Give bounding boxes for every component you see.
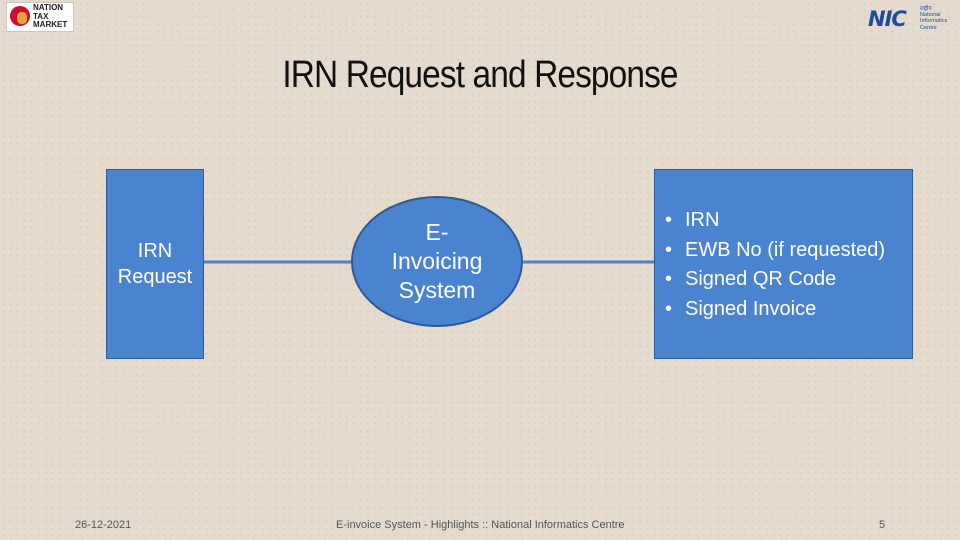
irn-request-box: IRN Request	[106, 169, 204, 359]
nic-logo-sub-1: राष्ट्रीय	[920, 6, 932, 12]
response-list: IRN EWB No (if requested) Signed QR Code…	[665, 206, 885, 324]
footer-date: 26-12-2021	[75, 519, 132, 531]
system-line-3: System	[398, 277, 476, 303]
footer-caption: E-invoice System - Highlights :: Nationa…	[336, 519, 625, 531]
response-item-invoice: Signed Invoice	[665, 295, 885, 325]
irn-request-line-1: IRN	[137, 240, 173, 262]
system-line-1: E-	[425, 219, 449, 245]
page-number: 5	[879, 519, 886, 531]
logo-emblem-accent-icon	[17, 12, 27, 24]
logo-line-1: NATION	[33, 3, 64, 12]
nic-logo-sub-2: National	[920, 12, 941, 19]
logo-line-3: MARKET	[33, 20, 68, 29]
nic-logo-sub-3: Informatics	[920, 18, 948, 25]
nic-logo: NIC राष्ट्रीय National Informatics Centr…	[868, 6, 952, 31]
system-line-2: Invoicing	[391, 248, 483, 274]
irn-request-line-2: Request	[117, 266, 193, 288]
irn-response-box: IRN EWB No (if requested) Signed QR Code…	[654, 169, 913, 359]
response-item-ewb: EWB No (if requested)	[665, 236, 885, 266]
e-invoicing-system-node: E- Invoicing System	[351, 196, 523, 327]
logo-line-2: TAX	[33, 11, 49, 21]
nation-tax-market-logo: NATION TAX MARKET	[6, 2, 74, 32]
slide-title: IRN Request and Response	[282, 54, 678, 96]
nic-logo-mark: NIC	[868, 7, 907, 31]
nic-logo-sub-4: Centre	[920, 24, 937, 31]
response-item-qr: Signed QR Code	[665, 265, 885, 295]
response-item-irn: IRN	[665, 206, 885, 236]
